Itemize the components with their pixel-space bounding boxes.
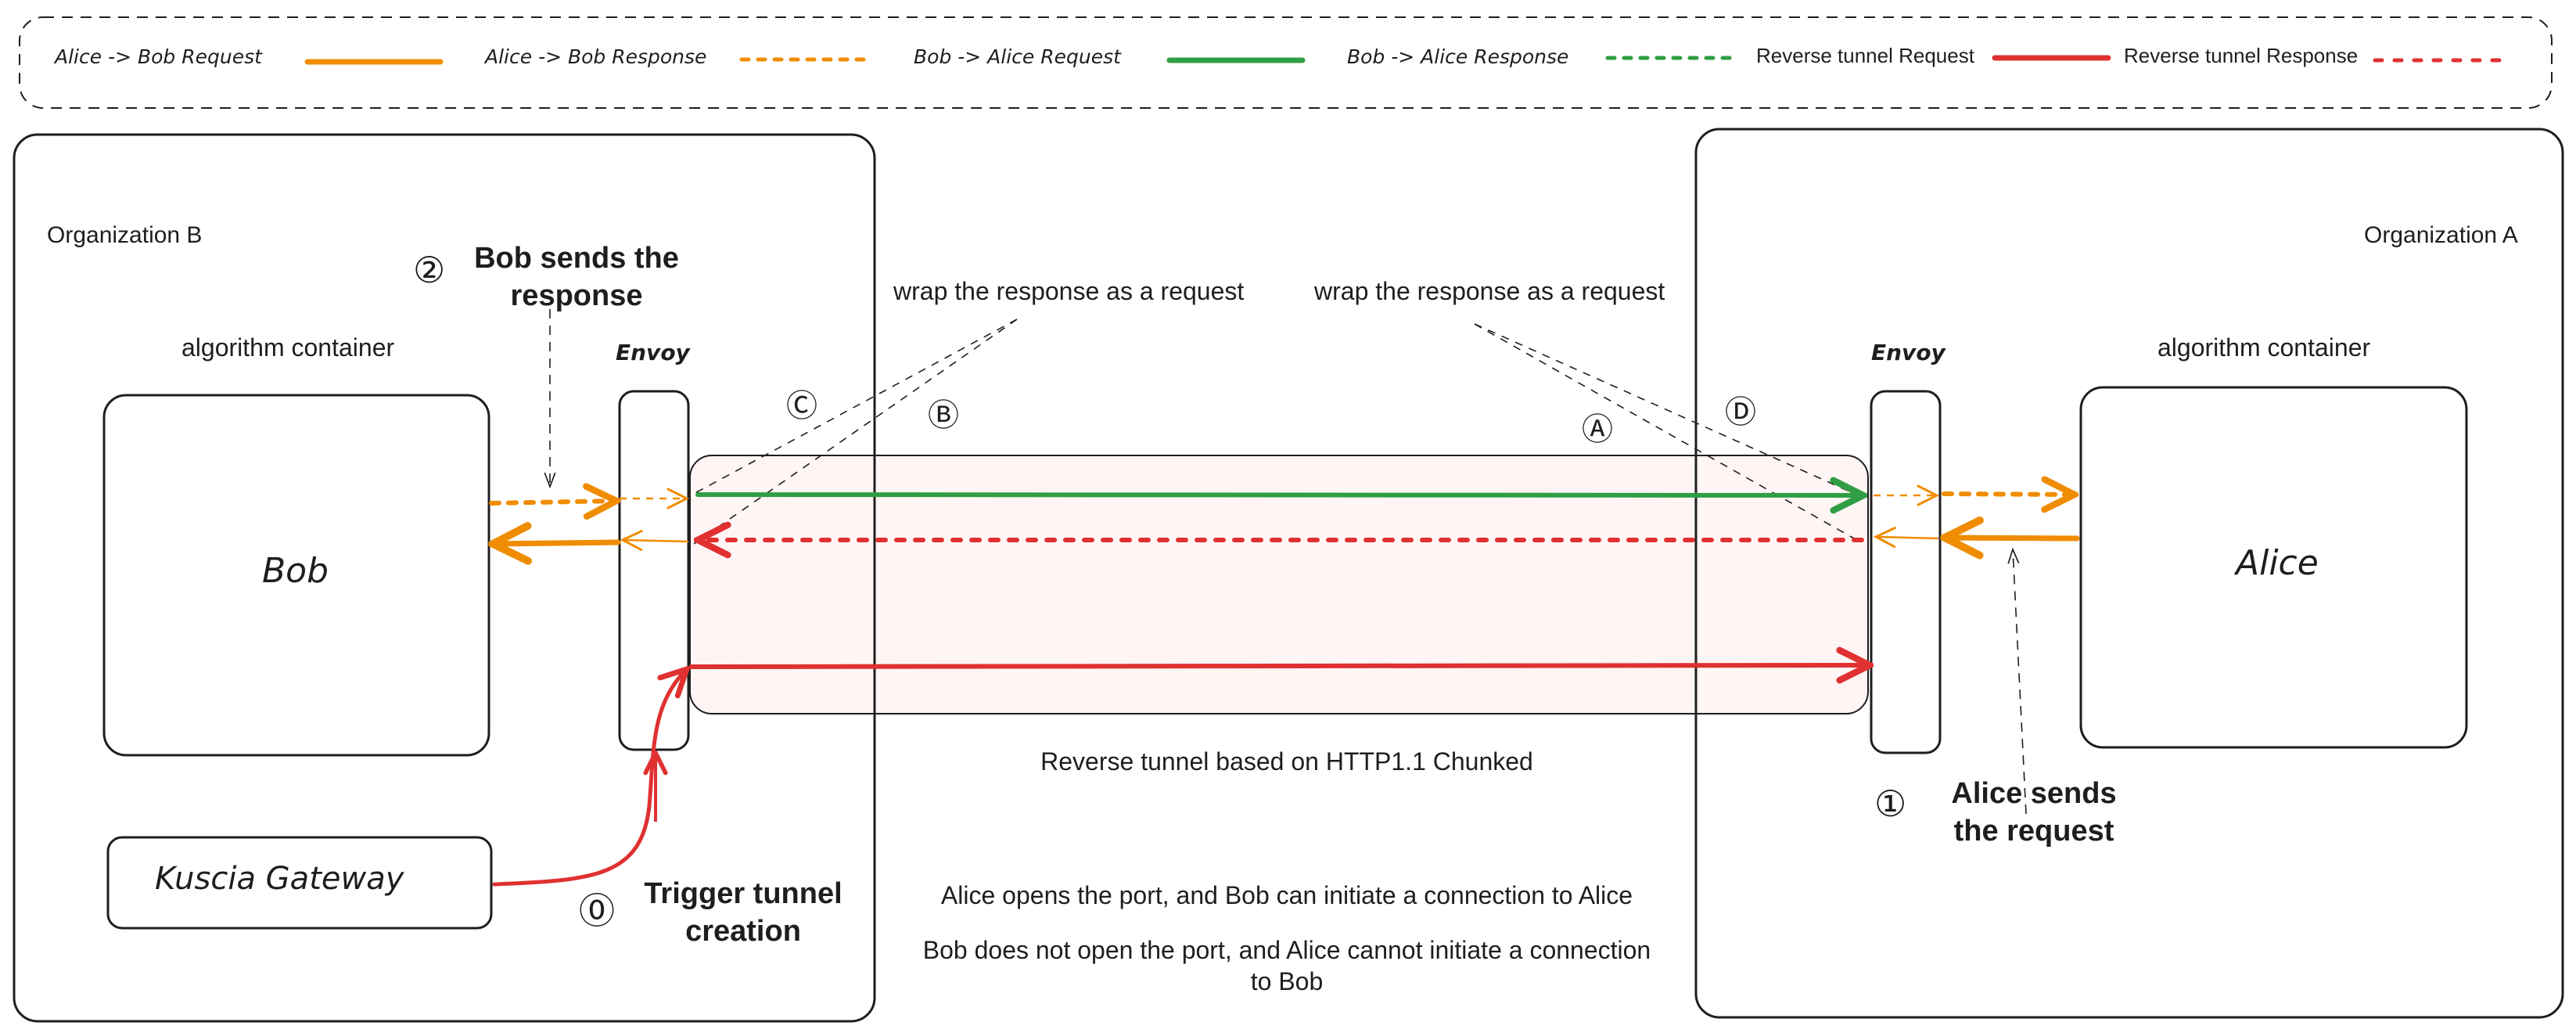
callout-right: wrap the response as a request	[1314, 277, 1665, 305]
flow-alice-envoy-to-tunnel-request	[1876, 537, 1939, 538]
leader-d	[1474, 323, 1855, 539]
leader-b	[692, 319, 1018, 495]
legend-label-tunnel-request: Reverse tunnel Request	[1756, 44, 1974, 67]
alice-container[interactable]	[2079, 386, 2468, 749]
step-0-number: ⓪	[579, 891, 615, 931]
legend-label-alice-bob-response: Alice -> Bob Response	[485, 45, 707, 68]
alice-container-name: Alice	[2236, 543, 2319, 583]
org-a-label: Organization A	[2364, 222, 2518, 248]
step-0-title-line1: Trigger tunnel	[644, 877, 842, 910]
kuscia-gateway-box[interactable]	[106, 836, 493, 930]
kuscia-gateway-label: Kuscia Gateway	[155, 861, 404, 897]
step-2-title-line1: Bob sends the	[474, 242, 679, 275]
step-2-title: Bob sends the response	[463, 239, 690, 315]
flow-bob-to-envoy-response	[489, 501, 616, 503]
legend-label-bob-alice-response: Bob -> Alice Response	[1347, 45, 1569, 68]
leader-c	[693, 319, 1018, 545]
reverse-tunnel	[689, 455, 1869, 714]
leader-a	[1474, 323, 1863, 498]
step-2-title-line2: response	[510, 279, 643, 312]
marker-a: Ⓐ	[1582, 412, 1613, 447]
step1-pointer	[2013, 549, 2027, 815]
bob-envoy[interactable]	[618, 390, 690, 751]
legend-label-tunnel-response: Reverse tunnel Response	[2124, 44, 2359, 67]
step-0-title-line2: creation	[685, 915, 801, 948]
alice-envoy[interactable]	[1870, 390, 1942, 754]
marker-b: Ⓑ	[928, 398, 959, 433]
step-2-number: ②	[413, 250, 446, 290]
flow-tunnel-request-red	[689, 665, 1870, 667]
marker-d: Ⓓ	[1725, 395, 1756, 430]
step-1-title: Alice sends the request	[1932, 775, 2136, 850]
note-alice-opens-port: Alice opens the port, and Bob can initia…	[940, 881, 1633, 909]
note-bob-no-port-line2: to Bob	[1250, 967, 1324, 995]
flow-tunnel-to-envoy-request	[623, 540, 689, 542]
step-0-title: Trigger tunnel creation	[626, 875, 860, 950]
legend-label-bob-alice-request: Bob -> Alice Request	[914, 45, 1121, 68]
step-1-number: ①	[1874, 783, 1907, 824]
flow-envoy-to-bob-request	[493, 542, 621, 544]
flow-gateway-trigger	[492, 669, 687, 887]
step-1-title-line1: Alice sends	[1951, 777, 2117, 810]
step-1-title-line2: the request	[1953, 815, 2114, 848]
bob-container[interactable]	[102, 394, 490, 757]
bob-container-label: algorithm container	[181, 333, 395, 362]
legend-box	[19, 16, 2553, 109]
org-b-label: Organization B	[47, 222, 203, 248]
bob-container-name: Bob	[262, 551, 329, 591]
callout-left: wrap the response as a request	[893, 277, 1245, 305]
bob-envoy-label: Envoy	[616, 340, 690, 365]
alice-envoy-label: Envoy	[1871, 340, 1945, 365]
marker-c: Ⓒ	[786, 389, 817, 423]
tunnel-label: Reverse tunnel based on HTTP1.1 Chunked	[1040, 747, 1533, 776]
note-bob-no-port-line1: Bob does not open the port, and Alice ca…	[922, 936, 1651, 964]
alice-container-label: algorithm container	[2157, 333, 2371, 362]
callout-leaders	[692, 319, 1863, 545]
flow-alice-envoy-to-alice-response	[1942, 494, 2075, 495]
legend-label-alice-bob-request: Alice -> Bob Request	[55, 45, 262, 68]
